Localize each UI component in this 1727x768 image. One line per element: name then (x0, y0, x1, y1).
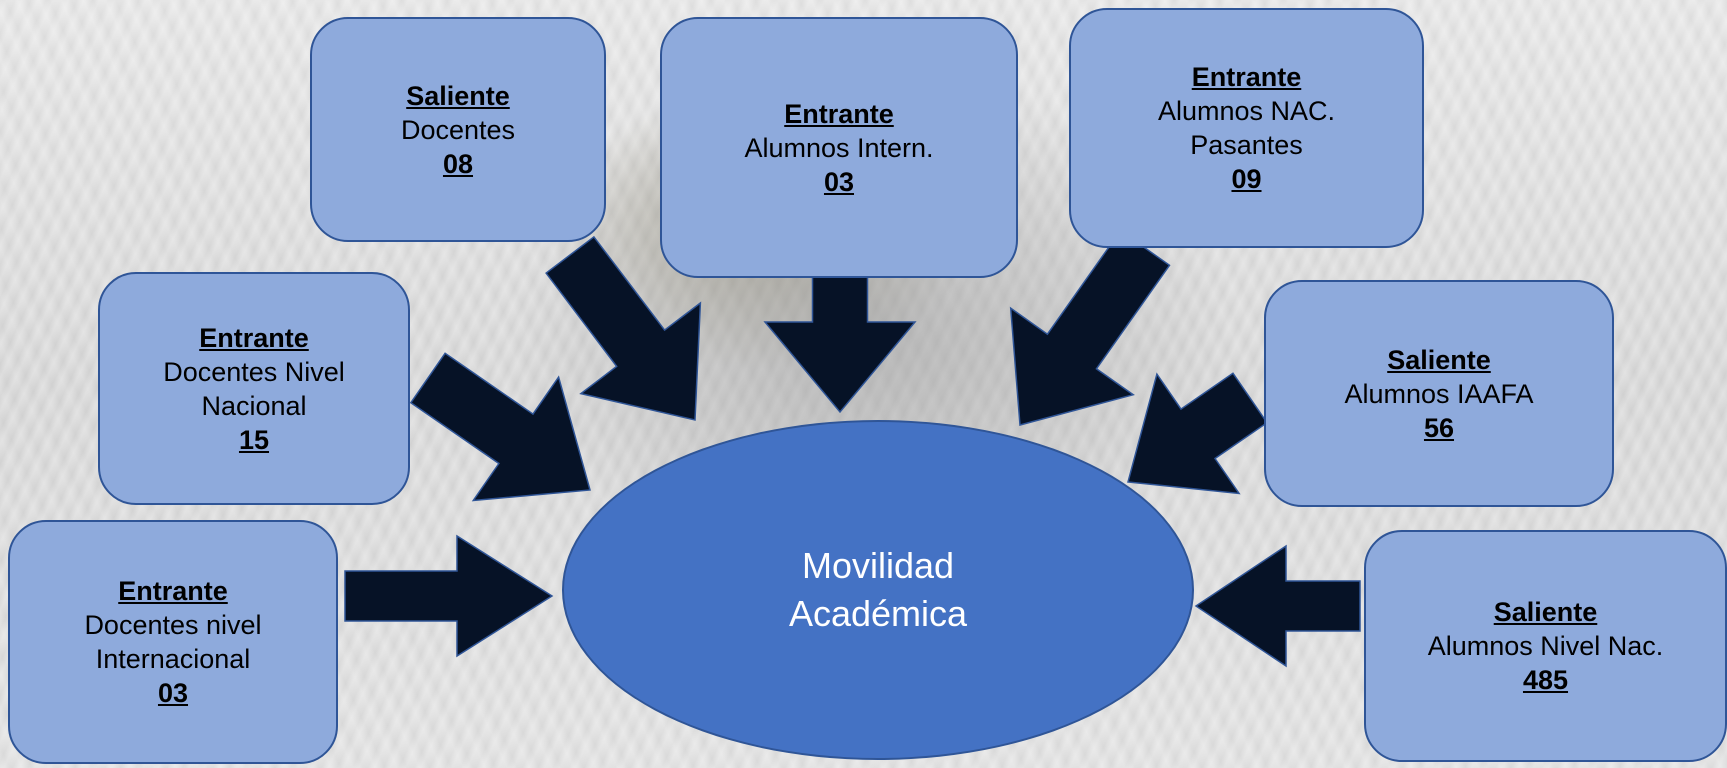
box-entrante-docentes-nivel-internacional: Entrante Docentes nivel Internacional 03 (8, 520, 338, 764)
box-entrante-alumnos-intern: Entrante Alumnos Intern. 03 (660, 17, 1018, 278)
box-kind: Saliente (406, 80, 510, 111)
movilidad-academica-ellipse: Movilidad Académica (562, 420, 1194, 760)
center-label-line2: Académica (788, 593, 968, 634)
box-kind: Saliente (1493, 597, 1598, 627)
box-value: 09 (1231, 164, 1262, 194)
box-line: Internacional (95, 644, 251, 674)
arrow-entrante-alumnos-nac (1009, 229, 1171, 426)
box-value: 08 (442, 148, 474, 179)
arrow-entrante-docentes-nacional (409, 352, 591, 502)
box-line: Pasantes (1190, 130, 1303, 160)
box-value: 56 (1423, 412, 1455, 443)
box-line: Alumnos Intern. (744, 132, 934, 163)
arrow-saliente-alumnos-iaafa (1127, 372, 1269, 495)
arrow-saliente-alumnos-nivel-nac (1194, 544, 1361, 668)
box-line: Alumnos NAC. (1157, 96, 1336, 126)
arrow-entrante-alumnos-intern (763, 267, 917, 414)
box-kind: Saliente (1387, 344, 1491, 375)
box-saliente-alumnos-nivel-nac: Saliente Alumnos Nivel Nac. 485 (1364, 530, 1727, 762)
box-kind: Entrante (118, 576, 228, 606)
box-kind: Entrante (199, 322, 309, 353)
box-value: 15 (238, 424, 270, 455)
box-saliente-docentes: Saliente Docentes 08 (310, 17, 606, 242)
box-value: 485 (1522, 665, 1569, 695)
box-line: Alumnos Nivel Nac. (1427, 631, 1664, 661)
arrow-saliente-docentes (545, 235, 702, 421)
box-line: Docentes Nivel (163, 356, 345, 387)
box-entrante-docentes-nivel-nacional: Entrante Docentes Nivel Nacional 15 (98, 272, 410, 505)
box-line: Nacional (201, 390, 307, 421)
box-line: Docentes nivel (84, 610, 262, 640)
arrow-entrante-docentes-internacional (344, 534, 554, 658)
box-kind: Entrante (1191, 62, 1302, 92)
center-label-line1: Movilidad (801, 545, 955, 586)
box-line: Alumnos IAAFA (1344, 378, 1534, 409)
box-line: Docentes (400, 114, 516, 145)
box-value: 03 (823, 166, 855, 197)
box-value: 03 (157, 678, 189, 708)
box-saliente-alumnos-iaafa: Saliente Alumnos IAAFA 56 (1264, 280, 1614, 507)
box-kind: Entrante (784, 98, 894, 129)
box-entrante-alumnos-nac-pasantes: Entrante Alumnos NAC. Pasantes 09 (1069, 8, 1424, 248)
